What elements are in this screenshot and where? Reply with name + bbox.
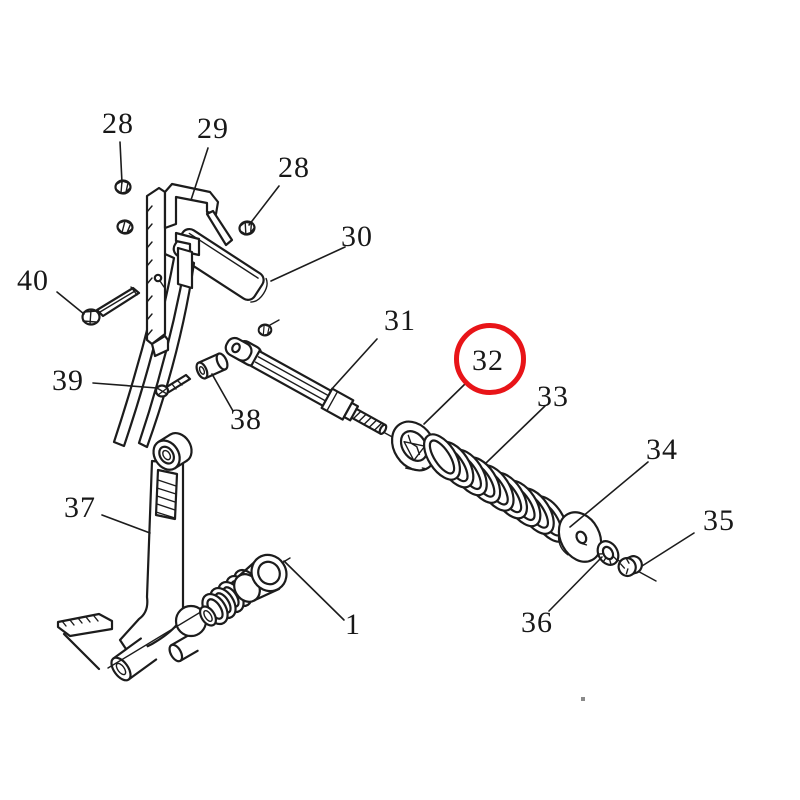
callout-label-37: 37 [64, 491, 96, 524]
stud-nut [257, 319, 280, 337]
callout-label-1: 1 [345, 608, 361, 641]
callout-label-40: 40 [17, 264, 49, 297]
part-35-nut [617, 555, 643, 578]
part-28-nut [114, 179, 132, 195]
part-40-bolt [81, 286, 141, 326]
highlight-circle [454, 323, 526, 395]
part-28-nut [237, 219, 257, 237]
callout-label-36: 36 [521, 606, 553, 639]
lever-pivot-boss [152, 431, 193, 471]
part-38-bushing [195, 352, 229, 380]
part-34-washer [557, 511, 603, 563]
callout-label-34: 34 [646, 433, 678, 466]
part-31-link-rod [224, 336, 388, 435]
part-29-bracket [112, 182, 234, 449]
callout-label-28: 28 [102, 107, 134, 140]
callout-label-29: 29 [197, 112, 229, 145]
callout-label-33: 33 [537, 380, 569, 413]
stray-mark [581, 697, 585, 701]
callout-label-38: 38 [230, 403, 262, 436]
callout-label-28: 28 [278, 151, 310, 184]
callout-label-31: 31 [384, 304, 416, 337]
leader-lines [56, 141, 695, 621]
part-32-spring-seat [390, 420, 438, 472]
callout-label-32: 32 [472, 344, 504, 377]
part-33-spring [415, 427, 576, 549]
part-1-spring-cup [196, 553, 288, 630]
callout-label-35: 35 [703, 504, 735, 537]
part-37-lever [56, 431, 208, 682]
part-39-screw [154, 373, 192, 398]
part-36-washer [596, 540, 620, 566]
callout-label-39: 39 [52, 364, 84, 397]
part-28-nut [115, 218, 135, 236]
callout-label-30: 30 [341, 220, 373, 253]
spring-cup [233, 553, 288, 603]
